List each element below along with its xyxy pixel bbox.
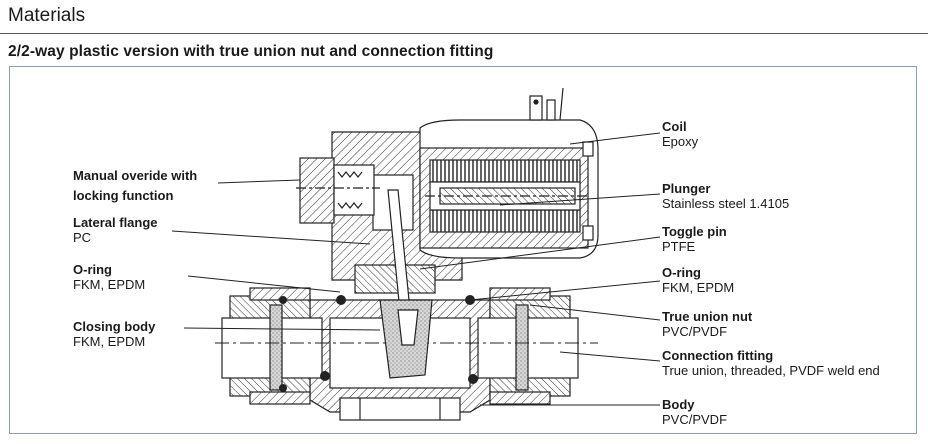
right-pipe-fitting — [477, 287, 579, 405]
label-closing-body: Closing body FKM, EPDM — [73, 319, 156, 349]
callout-lines — [171, 132, 661, 406]
connector-terminal — [529, 87, 564, 121]
label-plunger: Plunger Stainless steel 1.4105 — [662, 181, 790, 211]
label-toggle-pin: Toggle pin PTFE — [662, 224, 727, 254]
label-connection-fitting: Connection fitting True union, threaded,… — [662, 348, 880, 378]
label-body: Body PVC/PVDF — [662, 397, 728, 427]
section-subtitle: 2/2-way plastic version with true union … — [8, 43, 494, 60]
label-coil: Coil Epoxy — [662, 119, 699, 149]
page-title: Materials — [8, 5, 86, 26]
label-true-union-nut: True union nut PVC/PVDF — [662, 309, 753, 339]
diagram-frame — [9, 66, 917, 434]
toggle-pin — [379, 189, 433, 379]
label-o-ring-left: O-ring FKM, EPDM — [73, 262, 146, 292]
left-pipe-fitting — [221, 287, 323, 405]
label-o-ring-right: O-ring FKM, EPDM — [662, 265, 735, 295]
coil-housing — [419, 119, 599, 259]
o-rings — [279, 295, 478, 392]
label-manual-override: Manual overide with locking function — [73, 168, 198, 203]
manual-override — [296, 157, 380, 224]
title-divider — [0, 33, 928, 34]
label-lateral-flange: Lateral flange PC — [73, 215, 158, 245]
